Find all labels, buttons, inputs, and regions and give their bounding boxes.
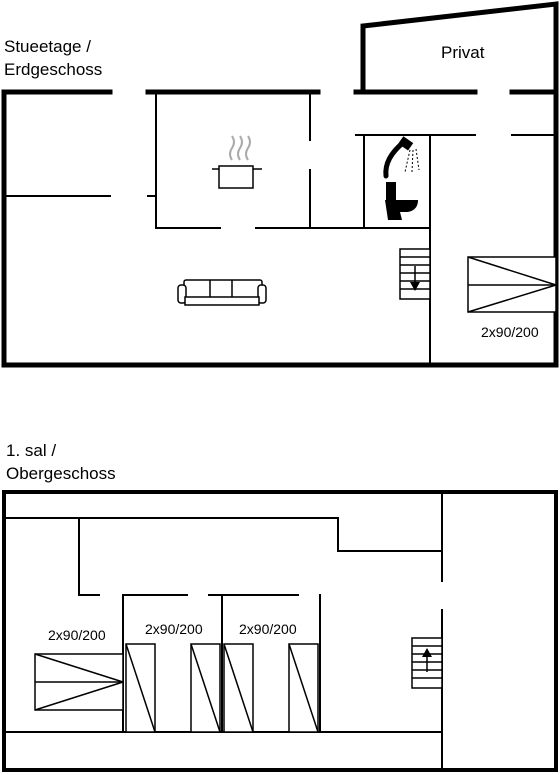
- stairs-up-icon: [411, 637, 443, 689]
- first-floor-bed-label-1: 2x90/200: [48, 627, 106, 643]
- single-bed-icon: [467, 256, 557, 313]
- sofa-icon: [177, 279, 267, 306]
- toilet-icon: [385, 182, 418, 220]
- single-bed-icon: [34, 653, 124, 711]
- first-floor-bed-label-2: 2x90/200: [145, 621, 203, 637]
- twin-bed-icon: [223, 643, 319, 733]
- private-room-label: Privat: [441, 43, 485, 62]
- ground-floor-title-line2: Erdgeschoss: [4, 60, 103, 79]
- cooking-pot-icon: [212, 135, 262, 189]
- shower-icon: [383, 136, 420, 179]
- first-floor-title-line2: Obergeschoss: [6, 464, 116, 483]
- ground-floor-walls: [1, 1, 559, 368]
- first-floor-title-line1: 1. sal /: [6, 441, 57, 460]
- ground-floor-title-line1: Stueetage /: [4, 37, 91, 56]
- first-floor-title: 1. sal / Obergeschoss: [6, 439, 116, 485]
- twin-bed-icon: [125, 643, 221, 733]
- ground-bed-label: 2x90/200: [481, 324, 539, 340]
- first-floor-bed-label-3: 2x90/200: [239, 621, 297, 637]
- ground-floor-title: Stueetage / Erdgeschoss: [4, 35, 102, 81]
- stairs-down-icon: [399, 248, 431, 300]
